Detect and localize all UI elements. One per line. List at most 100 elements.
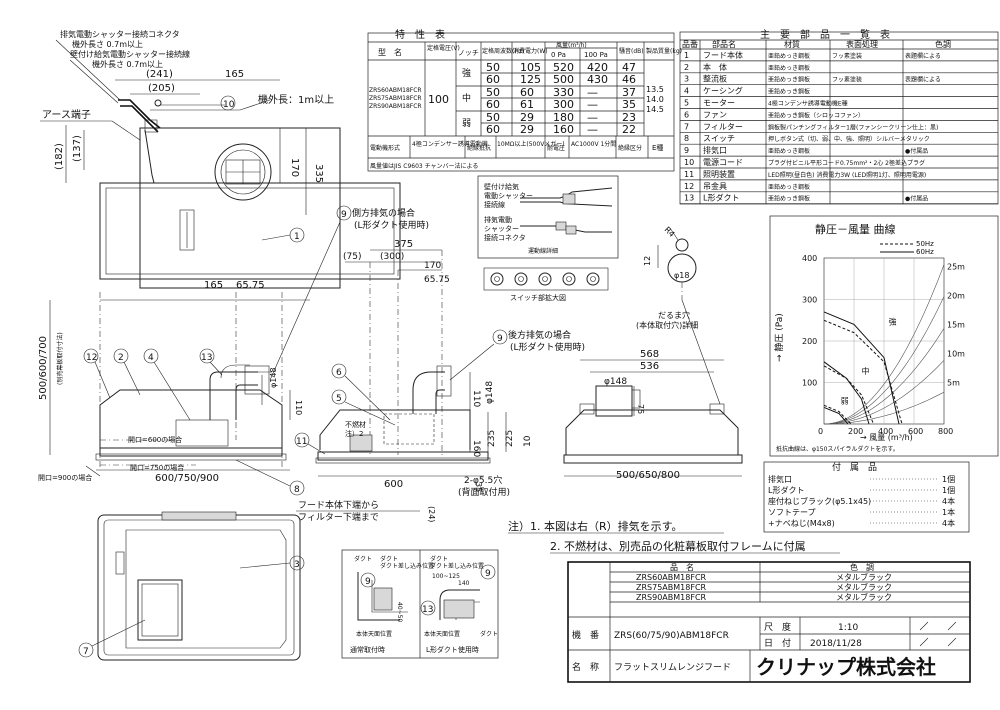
duct-label: 25m bbox=[947, 262, 965, 271]
side-view: 9 側方排気の場合 (L形ダクト使用時) 375 (75) (300) 170 … bbox=[269, 205, 585, 523]
dim-110-front: 110 bbox=[294, 400, 303, 415]
top-exhaust-ring bbox=[214, 143, 272, 201]
spec-model-75: ZRS75ABM18FCR bbox=[369, 95, 422, 102]
switch-button bbox=[538, 272, 552, 286]
parts-cell: 4 bbox=[684, 87, 689, 96]
callout-10: 10 bbox=[223, 100, 235, 110]
pq-series-強 bbox=[823, 311, 900, 425]
chart-note: 抵抗曲線は、φ150スパイラルダクトを示す。 bbox=[776, 445, 899, 453]
daruma-sub: (本体取付穴)詳細 bbox=[636, 320, 698, 330]
open-900: 開口=900の場合 bbox=[38, 473, 92, 482]
parts-cell: フィルター bbox=[703, 122, 743, 131]
spec-foot-withstand-v: AC1000V 1分間 bbox=[571, 140, 616, 148]
spec-foot-motor-v: 4極コンデンサー誘導電動機 bbox=[412, 140, 488, 148]
spec-cell: 46 bbox=[622, 73, 636, 86]
wiring-l6: 接続コネクタ bbox=[484, 233, 526, 242]
parts-cell: 鋼板製パンチングフィルター1層(ファンシークリーン仕上：黒) bbox=[768, 123, 938, 131]
dim-35: 35 bbox=[474, 482, 483, 492]
parts-cell: ●付属品 bbox=[905, 147, 928, 155]
detail-duct-1: ダクト bbox=[354, 555, 372, 563]
spec-weight-2: 14.0 bbox=[646, 95, 664, 104]
parts-cell: フッ素塗装 bbox=[832, 52, 862, 60]
dim-568: 568 bbox=[640, 349, 659, 360]
dim-225: 225 bbox=[505, 430, 515, 447]
spec-model-60: ZRS60ABM18FCR bbox=[369, 87, 422, 94]
spec-cell: 420 bbox=[587, 61, 608, 74]
spec-cell: 47 bbox=[622, 61, 636, 74]
spec-weight-1: 13.5 bbox=[646, 85, 664, 94]
switch-detail: スイッチ部拡大図 bbox=[483, 267, 609, 302]
dim-75-right: 75 bbox=[636, 404, 645, 414]
parts-cell: 1 bbox=[684, 51, 689, 60]
parts-cell: 排気口 bbox=[703, 145, 727, 155]
callout-6: 6 bbox=[336, 368, 342, 378]
parts-cell: 整流板 bbox=[703, 74, 727, 84]
top-body-outline bbox=[139, 127, 341, 289]
nonflammable: 不燃材 bbox=[345, 420, 366, 429]
tb-scale-label: 尺 度 bbox=[764, 621, 791, 633]
dim-148-front: φ148 bbox=[269, 367, 278, 388]
duct-curve bbox=[823, 296, 945, 425]
callout-13: 13 bbox=[201, 353, 212, 363]
parts-cell: 押しボタン式（切、弱、中、強、照明）シルバーメタリック bbox=[768, 135, 930, 143]
tb-head-color: 色 調 bbox=[850, 562, 874, 572]
dim-165-top: 165 bbox=[225, 69, 244, 80]
y-tick-label: 200 bbox=[802, 337, 817, 346]
dim-375: 375 bbox=[394, 239, 413, 250]
parts-cell: 照明装置 bbox=[703, 169, 735, 179]
parts-cell: モーター bbox=[703, 99, 735, 108]
callout-7: 7 bbox=[83, 647, 89, 657]
spec-head-power: 消費電力(W) bbox=[513, 47, 548, 55]
connector-title: 排気電動シャッター接続コネクタ bbox=[60, 29, 180, 39]
callout-9-rear: 9 bbox=[497, 334, 503, 344]
chart-title: 静圧－風量 曲線 bbox=[815, 222, 896, 236]
spec-notch-strong: 強 bbox=[462, 67, 471, 79]
parts-cell: 亜鉛めっき鋼板 bbox=[768, 52, 810, 60]
spec-cell: 160 bbox=[553, 123, 574, 136]
dim-170-side: 170 bbox=[424, 261, 441, 271]
parts-cell: 12 bbox=[684, 182, 694, 191]
pq-chart: 静圧－風量 曲線 50Hz 60Hz → 静圧 (Pa) → 風量 (m³/h)… bbox=[769, 215, 999, 457]
right-body-outline bbox=[565, 409, 739, 455]
wiring-l4: 排気電動 bbox=[484, 215, 512, 224]
dim-536: 536 bbox=[640, 361, 659, 372]
spec-cell: 500 bbox=[553, 73, 574, 86]
detail-dim-140: 140 bbox=[458, 580, 470, 587]
callout-11: 11 bbox=[296, 437, 307, 447]
right-view: 568 536 φ148 75 500/650/800 bbox=[563, 299, 743, 481]
acc-item: 排気口 bbox=[768, 474, 792, 484]
parts-cell: 表題欄による bbox=[905, 76, 941, 84]
spec-title: 特 性 表 bbox=[395, 28, 445, 41]
top-hood-outline bbox=[99, 182, 401, 280]
dim-6575-side: 65.75 bbox=[424, 275, 450, 285]
y-tick-label: 400 bbox=[802, 254, 817, 263]
spec-note: 風量値はJIS C9603 チャンバー法による bbox=[370, 162, 478, 170]
parts-cell: ●付属品 bbox=[905, 195, 928, 203]
x-tick-label: 800 bbox=[938, 427, 953, 436]
side-body-outline bbox=[319, 409, 471, 450]
acc-item: +ナベねじ(M4x8) bbox=[768, 519, 835, 528]
callout-13-detail: 13 bbox=[422, 605, 433, 615]
spec-head-notch: ノッチ bbox=[458, 49, 479, 57]
dim-335: 335 bbox=[313, 164, 324, 183]
acc-qty: 1個 bbox=[942, 474, 955, 484]
callout-3: 3 bbox=[294, 560, 300, 570]
dim-241: (241) bbox=[146, 69, 173, 80]
legend-50hz: 50Hz bbox=[916, 240, 934, 248]
duct-label: 5m bbox=[947, 379, 960, 388]
switch-button bbox=[586, 272, 600, 286]
legend-60hz: 60Hz bbox=[916, 248, 934, 256]
daruma-phi18: φ18 bbox=[674, 271, 689, 280]
parts-head-material: 材質 bbox=[784, 39, 800, 49]
rear-exhaust: 後方排気の場合 bbox=[508, 329, 571, 341]
acc-item: ソフトテープ bbox=[768, 508, 816, 517]
acc-qty: 1本 bbox=[942, 507, 955, 517]
spec-foot-class: 絶縁区分 bbox=[618, 144, 642, 152]
spec-cell: 60 bbox=[486, 98, 500, 111]
wiring-l2: 電動シャッター bbox=[484, 191, 533, 200]
spec-cell: 520 bbox=[553, 61, 574, 74]
parts-cell: 11 bbox=[684, 170, 694, 179]
